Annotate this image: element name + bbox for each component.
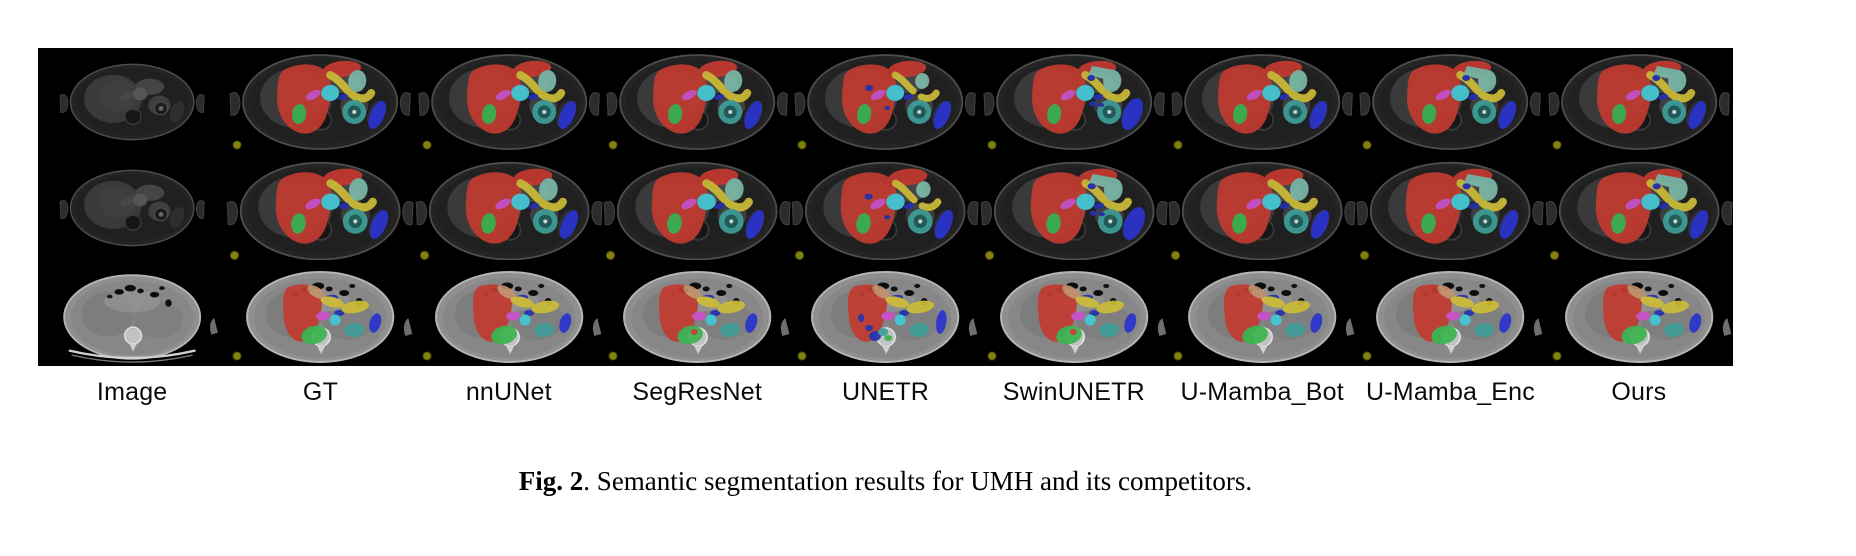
ct-slice-graphic bbox=[794, 54, 977, 150]
ct-cell-row2-segres bbox=[603, 154, 791, 260]
ct-cell-row3-segres bbox=[603, 260, 791, 366]
column-label-segresnet: SegResNet bbox=[632, 377, 762, 406]
ct-cell-row3-nnunet bbox=[415, 260, 603, 366]
column-label-image: Image bbox=[96, 377, 168, 406]
segmentation-overlay bbox=[797, 284, 947, 361]
ct-cell-row3-unetr bbox=[791, 260, 979, 366]
ct-cell-row1-unetr bbox=[791, 48, 979, 154]
ct-slice-graphic bbox=[603, 161, 791, 260]
segmentation-overlay bbox=[419, 168, 578, 260]
column-labels-row: Image GT nnUNet SegResNet UNETR SwinUNETR U-Ma… bbox=[38, 372, 1733, 412]
segmentation-overlay bbox=[422, 60, 576, 150]
figure-caption-label: Fig. 2 bbox=[518, 466, 584, 496]
ct-cell-row3-swin bbox=[980, 260, 1168, 366]
ct-slice-graphic bbox=[797, 271, 978, 363]
ct-slice-graphic bbox=[1552, 271, 1731, 363]
ct-slice-graphic bbox=[608, 271, 790, 363]
ct-cell-row2-gt bbox=[226, 154, 414, 260]
ct-slice-graphic bbox=[227, 161, 414, 260]
ct-cell-row1-gt bbox=[226, 48, 414, 154]
ct-slice-graphic bbox=[422, 271, 601, 363]
ct-slice-graphic bbox=[980, 161, 1168, 260]
figure-caption-text: . Semantic segmentation results for UMH … bbox=[583, 466, 1253, 496]
ct-cell-row1-umenc bbox=[1356, 48, 1544, 154]
column-label-unetr: UNETR bbox=[841, 377, 930, 406]
ct-body bbox=[59, 169, 205, 247]
ct-cell-row2-umenc bbox=[1356, 154, 1544, 260]
ct-slice-graphic bbox=[232, 271, 413, 363]
ct-slice-graphic bbox=[606, 54, 788, 150]
figure-caption: Fig. 2. Semantic segmentation results fo… bbox=[38, 466, 1733, 497]
ct-cell-row1-ours bbox=[1545, 48, 1733, 154]
ct-cell-row1-swin bbox=[980, 48, 1168, 154]
ct-slice-graphic bbox=[987, 271, 1166, 363]
segmentation-overlay bbox=[987, 60, 1143, 150]
ct-slice-graphic bbox=[1362, 271, 1543, 363]
segmentation-overlay bbox=[232, 60, 387, 150]
column-label-u-mamba-bot: U-Mamba_Bot bbox=[1180, 377, 1344, 406]
column-label-ours: Ours bbox=[1611, 377, 1667, 406]
ct-body bbox=[59, 63, 205, 141]
segmentation-overlay bbox=[605, 168, 765, 260]
ct-cell-row2-unetr bbox=[791, 154, 979, 260]
ct-cell-row1-segres bbox=[603, 48, 791, 154]
segmentation-overlay bbox=[987, 284, 1136, 361]
segmentation-overlay bbox=[1360, 168, 1519, 260]
ct-cell-row2-swin bbox=[980, 154, 1168, 260]
segmentation-overlay bbox=[230, 168, 389, 260]
ct-slice-graphic bbox=[63, 274, 218, 363]
ct-slice-graphic bbox=[229, 54, 412, 150]
ct-slice-graphic bbox=[1173, 271, 1355, 363]
ct-cell-row2-nnunet bbox=[415, 154, 603, 260]
ct-slice-graphic bbox=[59, 169, 205, 247]
ct-slice-graphic bbox=[59, 63, 205, 141]
segmentation-overlay bbox=[1173, 284, 1323, 361]
ct-slice-graphic bbox=[1171, 54, 1353, 150]
segmentation-overlay bbox=[1362, 60, 1517, 150]
ct-cell-row3-gt bbox=[226, 260, 414, 366]
segmentation-overlay bbox=[1549, 168, 1708, 260]
segmentation-overlay bbox=[232, 284, 382, 361]
column-label-nnunet: nnUNet bbox=[465, 377, 552, 406]
segmentation-overlay bbox=[422, 284, 571, 361]
segmentation-overlay bbox=[1170, 168, 1330, 260]
column-label-swinunetr: SwinUNETR bbox=[1002, 377, 1145, 406]
segmentation-overlay bbox=[984, 168, 1145, 260]
segmentation-grid bbox=[38, 48, 1733, 366]
ct-cell-row1-umbot bbox=[1168, 48, 1356, 154]
ct-cell-row2-ours bbox=[1545, 154, 1733, 260]
segmentation-overlay bbox=[797, 60, 952, 150]
ct-cell-row2-image bbox=[38, 154, 226, 260]
column-label-u-mamba-enc: U-Mamba_Enc bbox=[1366, 377, 1535, 406]
ct-slice-graphic bbox=[1357, 161, 1544, 260]
ct-cell-row3-image bbox=[38, 260, 226, 366]
ct-cell-row2-umbot bbox=[1168, 154, 1356, 260]
ct-cell-row3-ours bbox=[1545, 260, 1733, 366]
segmentation-overlay bbox=[608, 284, 758, 361]
segmentation-overlay bbox=[1552, 284, 1701, 361]
ct-slice-graphic bbox=[415, 161, 603, 260]
ct-cell-row3-umbot bbox=[1168, 260, 1356, 366]
ct-slice-graphic bbox=[1359, 54, 1542, 150]
segmentation-overlay bbox=[795, 168, 954, 260]
segmentation-overlay bbox=[1362, 284, 1512, 361]
ct-slice-graphic bbox=[792, 161, 979, 260]
segmentation-overlay bbox=[608, 60, 763, 150]
column-label-gt: GT bbox=[302, 377, 339, 406]
ct-cell-row1-nnunet bbox=[415, 48, 603, 154]
segmentation-overlay bbox=[1552, 60, 1706, 150]
ct-slice-graphic bbox=[983, 54, 1165, 150]
ct-body bbox=[63, 274, 218, 363]
ct-cell-row3-umenc bbox=[1356, 260, 1544, 366]
ct-slice-graphic bbox=[1548, 54, 1730, 150]
ct-slice-graphic bbox=[1545, 161, 1733, 260]
segmentation-overlay bbox=[1173, 60, 1328, 150]
ct-slice-graphic bbox=[1168, 161, 1356, 260]
ct-cell-row1-image bbox=[38, 48, 226, 154]
ct-slice-graphic bbox=[418, 54, 600, 150]
